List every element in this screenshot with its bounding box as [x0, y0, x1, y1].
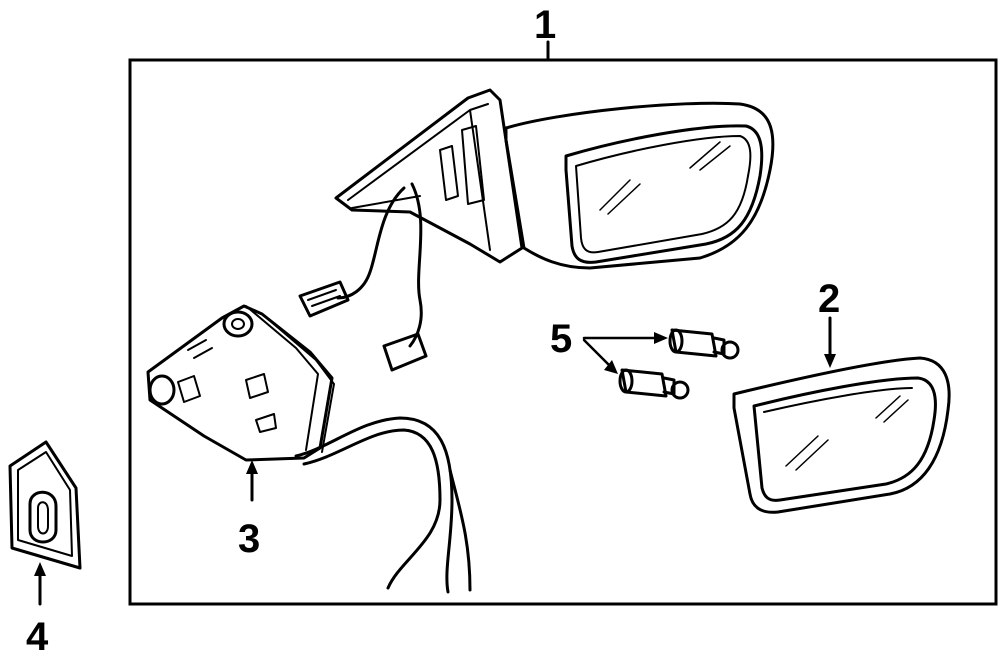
- callout-2-arrowhead: [824, 354, 836, 368]
- callout-3-label: 3: [238, 517, 260, 561]
- callout-1-label: 1: [534, 3, 556, 47]
- callout-3[interactable]: 3: [238, 460, 260, 561]
- callout-4-label: 4: [26, 615, 49, 659]
- callout-4[interactable]: 4: [26, 562, 49, 659]
- mirror-switch[interactable]: [8, 440, 82, 570]
- callout-5[interactable]: 5: [550, 317, 668, 374]
- bulb-lower[interactable]: [618, 368, 690, 400]
- callout-5-label: 5: [550, 317, 572, 361]
- callout-1[interactable]: 1: [534, 3, 556, 62]
- assembly-frame: [128, 58, 998, 606]
- callout-5-arrowhead-upper: [654, 332, 668, 344]
- mirror-glass[interactable]: [732, 356, 951, 514]
- callout-5-arrowhead-lower: [604, 360, 618, 374]
- mirror-motor[interactable]: [146, 304, 472, 594]
- mirror-housing[interactable]: [298, 88, 775, 372]
- callout-2-label: 2: [818, 277, 840, 321]
- callout-4-arrowhead: [34, 562, 46, 576]
- bulb-upper[interactable]: [668, 328, 740, 360]
- callout-3-arrowhead: [246, 460, 258, 474]
- callout-2[interactable]: 2: [818, 277, 840, 368]
